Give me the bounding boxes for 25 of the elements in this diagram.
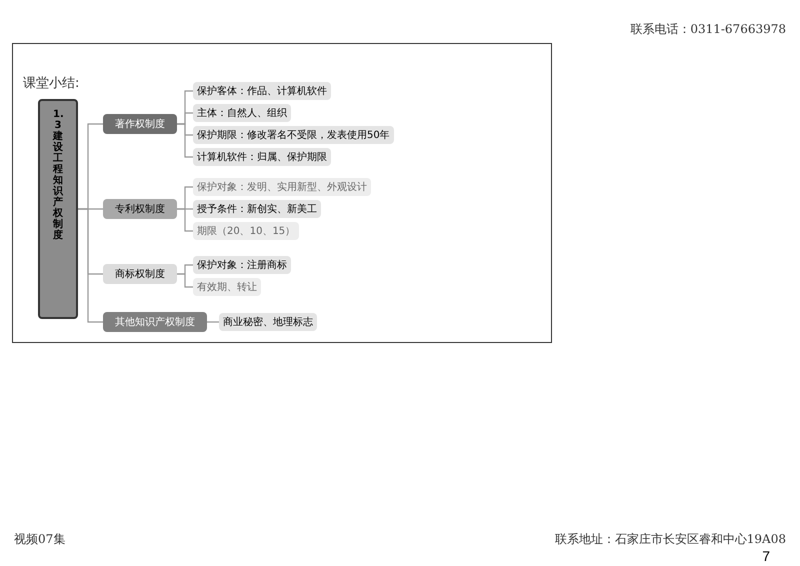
connector-line <box>177 208 193 232</box>
leaf-node: 保护期限：修改署名不受限，发表使用50年 <box>193 126 394 144</box>
leaf-node: 授予条件：新创实、新美工 <box>193 200 321 218</box>
page-number: 7 <box>762 547 770 566</box>
leaf-node: 商业秘密、地理标志 <box>219 313 317 331</box>
contact-address: 联系地址：石家庄市长安区睿和中心19A08 <box>554 531 786 548</box>
leaf-node: 保护对象：发明、实用新型、外观设计 <box>193 178 371 196</box>
leaf-node: 有效期、转让 <box>193 278 261 296</box>
leaf-node: 期限（20、10、15） <box>193 222 300 240</box>
branch-node: 商标权制度 <box>103 264 177 284</box>
leaf-node: 计算机软件：归属、保护期限 <box>193 148 331 166</box>
summary-heading: 课堂小结: <box>23 75 80 93</box>
connector-line <box>78 208 103 323</box>
branch-node: 专利权制度 <box>103 199 177 219</box>
leaf-node: 主体：自然人、组织 <box>193 104 291 122</box>
connector-line <box>207 321 219 323</box>
contact-phone: 联系电话：0311-67663978 <box>630 21 786 38</box>
leaf-node: 保护客体：作品、计算机软件 <box>193 82 331 100</box>
root-node: 1.3建设工程知识产权制度 <box>38 99 78 319</box>
branch-node: 其他知识产权制度 <box>103 312 207 332</box>
leaf-node: 保护对象：注册商标 <box>193 256 291 274</box>
connector-line <box>177 273 193 288</box>
episode-label: 视频07集 <box>14 531 66 548</box>
branch-node: 著作权制度 <box>103 114 177 134</box>
connector-line <box>177 123 193 158</box>
